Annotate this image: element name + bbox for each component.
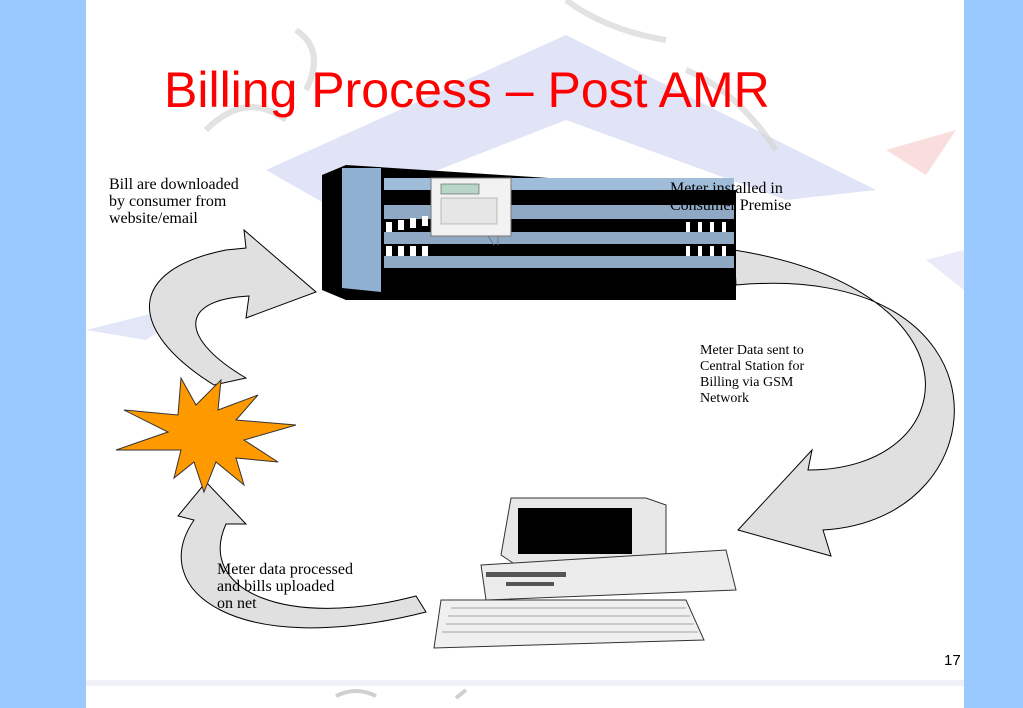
label-data-sent: Meter Data sent to Central Station for B… — [700, 343, 805, 406]
starburst-icon — [115, 376, 297, 494]
page-number: 17 — [944, 652, 961, 669]
label-consumer-download: Bill are downloaded by consumer from web… — [109, 176, 239, 227]
cycle-arrow-icon — [177, 481, 427, 629]
slide: Billing Process – Post AMR — [86, 0, 964, 708]
cycle-arrow-icon — [733, 249, 955, 557]
computer-icon — [433, 497, 737, 649]
slide-title: Billing Process – Post AMR — [164, 62, 770, 118]
label-data-processed: Meter data processed and bills uploaded … — [217, 561, 353, 612]
watermark-logo — [86, 680, 964, 700]
cycle-arrow-icon — [148, 228, 317, 386]
label-meter-installed: Meter installed in Consumer Premise — [670, 180, 792, 214]
electric-meter-icon — [430, 177, 512, 246]
billing-cycle-diagram — [115, 165, 955, 649]
